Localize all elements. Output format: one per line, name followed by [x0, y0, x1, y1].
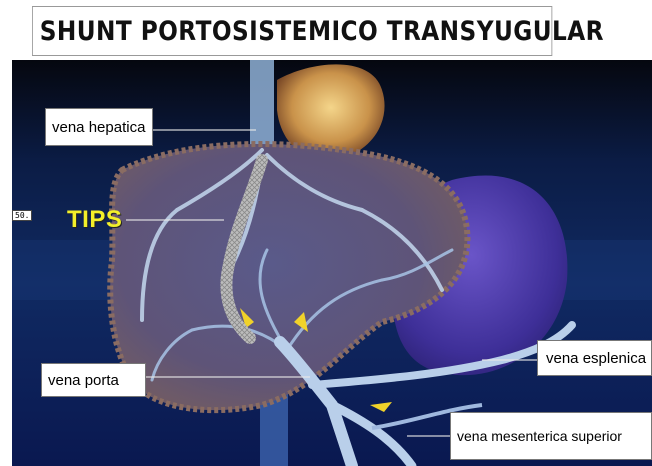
- portal-vein-label: vena porta: [41, 363, 146, 397]
- superior-mesenteric-vein-label: vena mesenterica superior: [450, 412, 652, 460]
- tips-label: TIPS: [67, 206, 122, 234]
- illustration: vena hepatica TIPS vena porta vena esple…: [12, 60, 652, 466]
- side-tag: 50.: [12, 210, 32, 221]
- hepatic-vein-label: vena hepatica: [45, 108, 153, 146]
- left-margin: [0, 0, 12, 466]
- splenic-vein-label: vena esplenica: [537, 340, 652, 376]
- diagram-title: SHUNT PORTOSISTEMICO TRANSYUGULAR: [32, 6, 552, 56]
